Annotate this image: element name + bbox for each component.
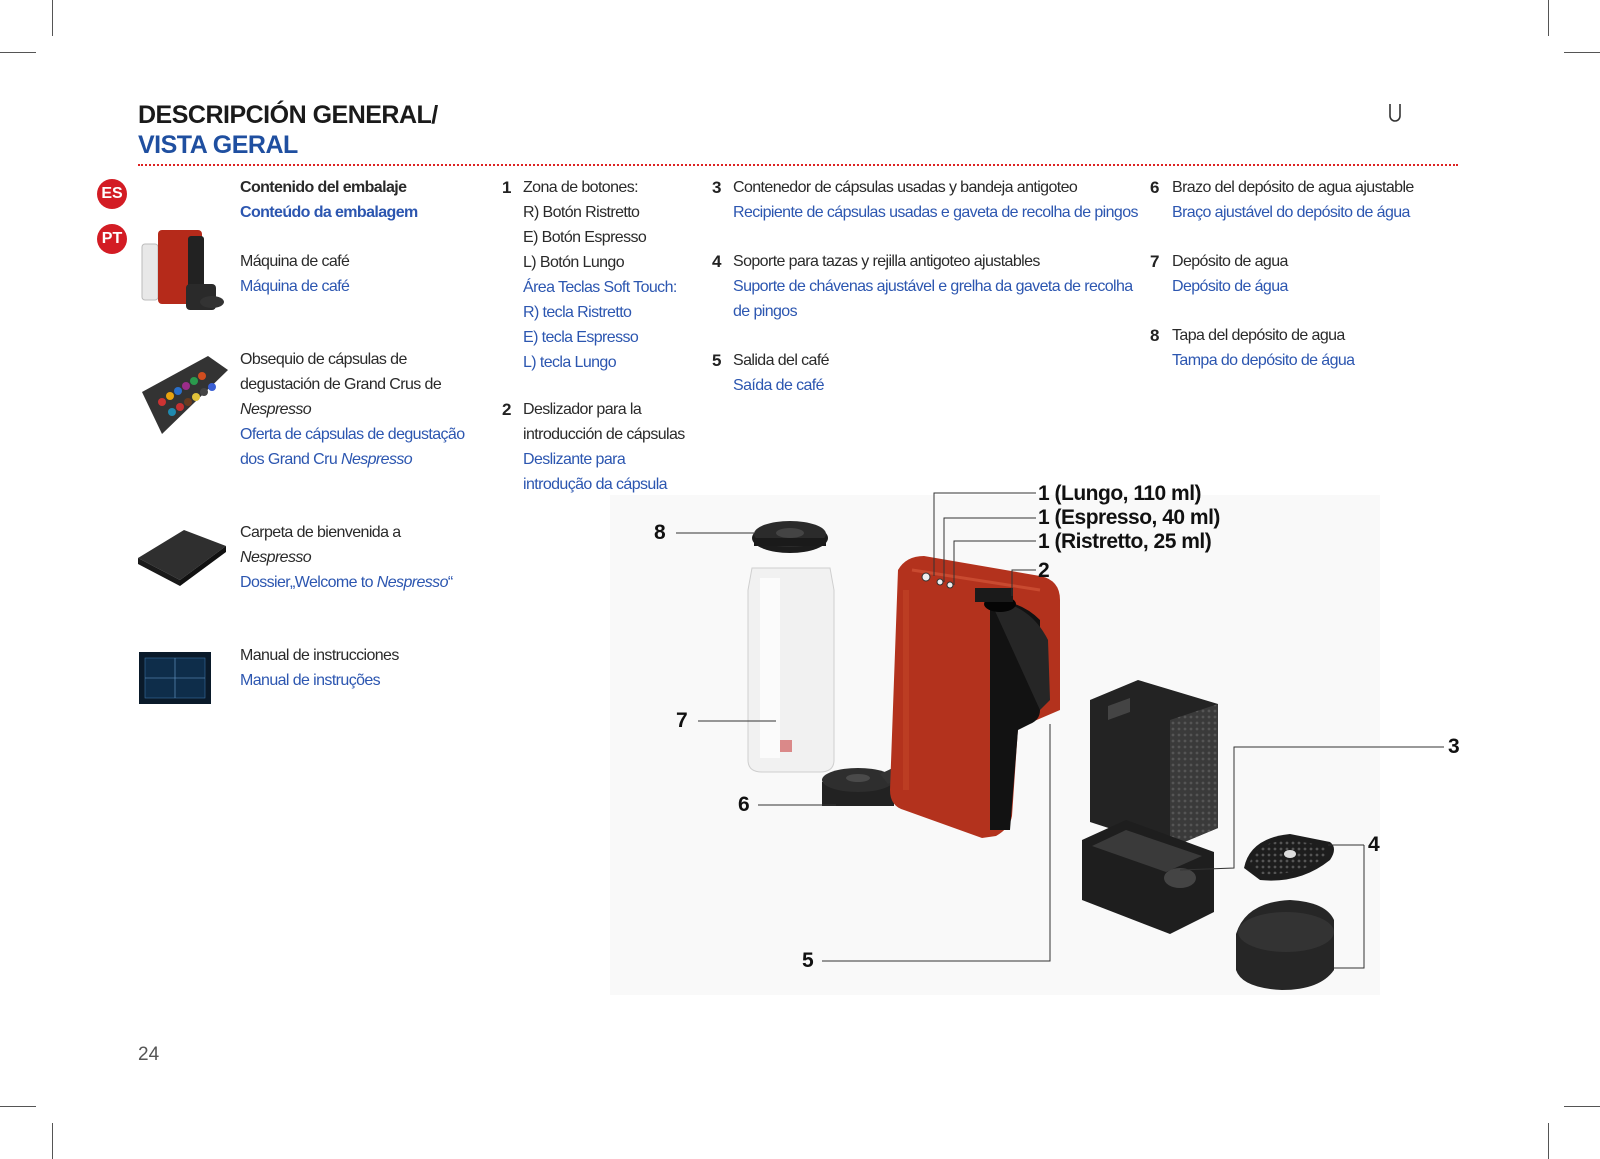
cup-support-grid bbox=[1244, 834, 1334, 881]
water-tank bbox=[747, 567, 835, 773]
callout-lines bbox=[676, 492, 1444, 969]
package-item-pt: Manual de instruções bbox=[240, 672, 381, 689]
crop-mark bbox=[52, 0, 53, 36]
part-number: 7 bbox=[1150, 252, 1160, 271]
callout-lungo: 1 (Lungo, 110 ml) bbox=[1038, 482, 1202, 505]
crop-mark bbox=[52, 1123, 53, 1159]
part-number: 8 bbox=[1150, 326, 1160, 345]
callout-8: 8 bbox=[654, 521, 666, 544]
part-desc-es: Soporte para tazas y rejilla antigoteo a… bbox=[733, 253, 1040, 270]
welcome-folder-thumbnail bbox=[138, 530, 226, 586]
package-item-pt: Dossier„Welcome to Nespresso“ bbox=[240, 574, 453, 591]
package-item-es: Manual de instrucciones bbox=[240, 647, 399, 664]
lang-badge-pt: PT bbox=[97, 224, 127, 254]
water-tank-lid bbox=[752, 521, 828, 553]
lang-badge-es: ES bbox=[97, 179, 127, 209]
part-number: 6 bbox=[1150, 178, 1160, 197]
package-heading-es: Contenido del embalaje bbox=[240, 179, 407, 196]
part-desc-es: Zona de botones: R) Botón Ristretto E) B… bbox=[523, 179, 647, 271]
callout-3: 3 bbox=[1448, 735, 1460, 758]
crop-mark bbox=[1564, 1106, 1600, 1107]
part-number: 5 bbox=[712, 351, 722, 370]
part-desc-es: Salida del café bbox=[733, 352, 830, 369]
title-pt: VISTA GERAL bbox=[138, 131, 298, 159]
part-desc-pt: Tampa do depósito de água bbox=[1172, 352, 1355, 369]
dotted-divider bbox=[138, 164, 1458, 166]
drip-tray bbox=[1082, 820, 1214, 934]
part-desc-pt: Suporte de chávenas ajustável e grelha d… bbox=[733, 278, 1133, 320]
capsule-box-thumbnail bbox=[142, 356, 228, 434]
manual-thumbnail bbox=[139, 652, 211, 704]
callout-espresso: 1 (Espresso, 40 ml) bbox=[1038, 506, 1220, 529]
coffee-machine-thumbnail bbox=[141, 230, 224, 310]
package-heading-pt: Conteúdo da embalagem bbox=[240, 204, 418, 221]
part-desc-es: Brazo del depósito de agua ajustable bbox=[1172, 179, 1414, 196]
part-desc-pt: Depósito de água bbox=[1172, 278, 1288, 295]
part-desc-pt: Saída de café bbox=[733, 377, 825, 394]
callout-6: 6 bbox=[738, 793, 750, 816]
package-item-pt: Máquina de café bbox=[240, 278, 350, 295]
part-desc-pt: Braço ajustável do depósito de água bbox=[1172, 204, 1410, 221]
crop-mark bbox=[1564, 52, 1600, 53]
capsule-container bbox=[1090, 680, 1218, 848]
package-item-es: Obsequio de cápsulas de degustación de G… bbox=[240, 351, 442, 418]
callout-5: 5 bbox=[802, 949, 814, 972]
callout-7: 7 bbox=[676, 709, 688, 732]
crop-mark bbox=[0, 1106, 36, 1107]
part-desc-pt: Deslizante para introdução da cápsula bbox=[523, 451, 668, 493]
machine-body bbox=[890, 556, 1060, 838]
title-es: DESCRIPCIÓN GENERAL/ bbox=[138, 101, 438, 129]
crop-mark bbox=[1548, 1123, 1549, 1159]
part-number: 1 bbox=[502, 178, 512, 197]
part-desc-es: Contenedor de cápsulas usadas y bandeja … bbox=[733, 179, 1078, 196]
part-number: 4 bbox=[712, 252, 722, 271]
page-number: 24 bbox=[138, 1044, 160, 1065]
page-title: DESCRIPCIÓN GENERAL/ VISTA GERAL bbox=[138, 100, 438, 160]
part-number: 3 bbox=[712, 178, 722, 197]
package-item-pt: Oferta de cápsulas de degustação dos Gra… bbox=[240, 426, 465, 468]
package-item-es: Máquina de café bbox=[240, 253, 350, 270]
part-desc-es: Tapa del depósito de agua bbox=[1172, 327, 1345, 344]
crop-mark bbox=[0, 52, 36, 53]
crop-mark bbox=[1548, 0, 1549, 36]
callout-4: 4 bbox=[1368, 833, 1380, 856]
callout-2: 2 bbox=[1038, 559, 1050, 582]
part-desc-pt: Área Teclas Soft Touch: R) tecla Ristret… bbox=[523, 279, 677, 371]
callout-ristretto: 1 (Ristretto, 25 ml) bbox=[1038, 530, 1212, 553]
part-desc-pt: Recipiente de cápsulas usadas e gaveta d… bbox=[733, 204, 1139, 221]
u-logo-icon bbox=[1389, 104, 1401, 122]
part-desc-es: Deslizador para la introducción de cápsu… bbox=[523, 401, 685, 443]
cup-tray-base bbox=[1236, 900, 1334, 990]
package-item-es: Carpeta de bienvenida a Nespresso bbox=[240, 524, 401, 566]
part-number: 2 bbox=[502, 400, 512, 419]
part-desc-es: Depósito de agua bbox=[1172, 253, 1288, 270]
